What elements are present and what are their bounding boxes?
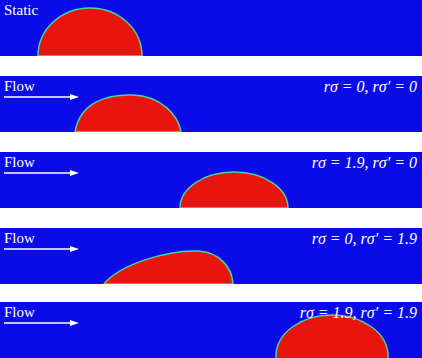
flow-arrow-head — [70, 94, 79, 100]
text-row: Flow rσ = 1.9, rσ′ = 1.9 — [0, 302, 422, 323]
panel-label: Flow — [4, 229, 35, 247]
simulation-panel: Flow rσ = 0, rσ′ = 1.9 — [0, 228, 422, 284]
text-row: Flow rσ = 0, rσ′ = 0 — [0, 76, 422, 97]
flow-arrow-line — [4, 96, 72, 97]
droplet — [276, 315, 388, 358]
droplet — [104, 251, 233, 284]
text-row: Flow rσ = 0, rσ′ = 1.9 — [0, 228, 422, 249]
text-row: Static — [0, 0, 422, 19]
parameter-label: rσ = 1.9, rσ′ = 1.9 — [300, 303, 417, 323]
flow-arrow-line — [4, 172, 72, 173]
droplet — [75, 95, 181, 132]
droplet-illustration — [0, 0, 422, 56]
flow-arrow-line — [4, 322, 72, 323]
panel-label: Static — [4, 1, 38, 19]
simulation-panel: Flow rσ = 1.9, rσ′ = 1.9 — [0, 302, 422, 358]
panel-label: Flow — [4, 153, 35, 171]
simulation-panel: Static — [0, 0, 422, 56]
text-row: Flow rσ = 1.9, rσ′ = 0 — [0, 152, 422, 173]
parameter-label: rσ = 0, rσ′ = 1.9 — [312, 229, 417, 249]
flow-arrow-line — [4, 248, 72, 249]
droplet — [38, 8, 142, 56]
parameter-label: rσ = 1.9, rσ′ = 0 — [312, 153, 417, 173]
simulation-panel: Flow rσ = 1.9, rσ′ = 0 — [0, 152, 422, 208]
parameter-label: rσ = 0, rσ′ = 0 — [324, 77, 417, 97]
droplet — [180, 172, 288, 208]
flow-arrow-head — [70, 246, 79, 252]
simulation-panel: Flow rσ = 0, rσ′ = 0 — [0, 76, 422, 132]
panel-label: Flow — [4, 77, 35, 95]
flow-arrow-head — [70, 170, 79, 176]
panel-label: Flow — [4, 303, 35, 321]
flow-arrow-head — [70, 320, 79, 326]
